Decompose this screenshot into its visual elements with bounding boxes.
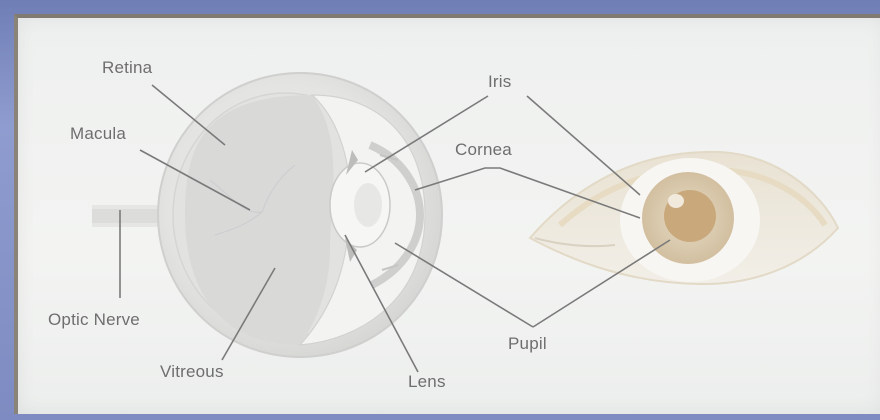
label-retina: Retina [102,58,152,78]
label-iris: Iris [488,72,511,92]
label-optic-nerve: Optic Nerve [48,310,140,330]
label-macula: Macula [70,124,126,144]
label-cornea: Cornea [455,140,512,160]
eyeball-cross-section [158,73,442,357]
label-vitreous: Vitreous [160,362,224,382]
external-eye [530,152,838,284]
label-lens: Lens [408,372,446,392]
label-pupil: Pupil [508,334,547,354]
iris-leader-right [527,96,640,195]
